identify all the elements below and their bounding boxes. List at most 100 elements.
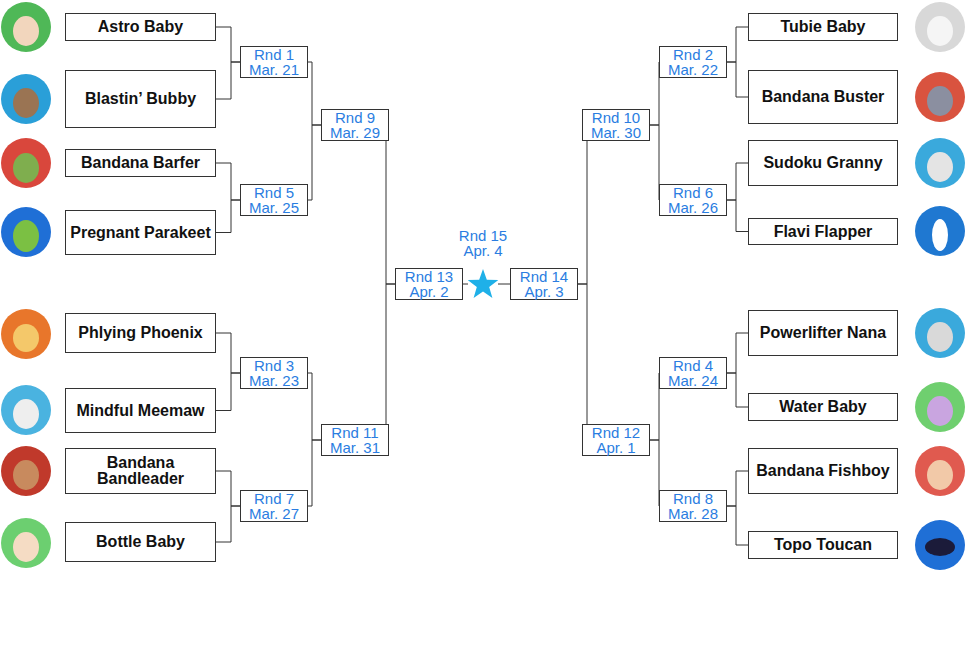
round-label: Mar. 22 xyxy=(668,62,718,77)
contestant-name: Mindful Meemaw xyxy=(76,403,204,419)
bracket-line xyxy=(727,506,748,545)
avatar-icon xyxy=(1,74,51,124)
avatar-icon xyxy=(915,72,965,122)
text-group: Rnd 15Apr. 4 xyxy=(459,228,507,258)
text-group: Mindful Meemaw xyxy=(72,403,208,419)
round-label: Apr. 1 xyxy=(592,440,640,455)
round-label: Mar. 23 xyxy=(249,373,299,388)
contestant-box: Bandana Bandleader xyxy=(65,448,216,494)
contestant-name: Bandana Bandleader xyxy=(70,455,211,487)
bracket-line xyxy=(216,27,240,62)
round-label: Mar. 31 xyxy=(330,440,380,455)
avatar-face xyxy=(927,16,953,46)
avatar-face xyxy=(932,219,948,251)
avatar-face xyxy=(927,460,953,490)
avatar-face xyxy=(13,324,39,352)
round-label: Rnd 8 xyxy=(668,491,718,506)
contestant-box: Bottle Baby xyxy=(65,522,216,562)
bracket-line xyxy=(727,62,748,97)
avatar-icon xyxy=(1,207,51,257)
contestant-box: Phlying Phoenix xyxy=(65,313,216,353)
bracket-line xyxy=(727,333,748,373)
text-group: Flavi Flapper xyxy=(770,224,877,240)
round-label: Rnd 3 xyxy=(249,358,299,373)
bracket-line xyxy=(216,373,240,411)
contestant-box: Pregnant Parakeet xyxy=(65,210,216,255)
text-group: Rnd 10Mar. 30 xyxy=(591,110,641,140)
contestant-name: Tubie Baby xyxy=(780,19,865,35)
text-group: Powerlifter Nana xyxy=(756,325,890,341)
avatar-icons xyxy=(1,2,965,570)
avatar-face xyxy=(13,220,39,252)
text-group: Bandana Barfer xyxy=(77,155,204,171)
avatar-icon xyxy=(1,518,51,568)
round-label: Apr. 2 xyxy=(405,284,453,299)
bracket-line xyxy=(463,284,468,285)
bracket-line xyxy=(727,163,748,200)
bracket-line xyxy=(727,200,748,232)
text-group: Rnd 9Mar. 29 xyxy=(330,110,380,140)
avatar-icon xyxy=(915,446,965,496)
text-group: Bandana Fishboy xyxy=(752,463,893,479)
round-label: Apr. 3 xyxy=(520,284,568,299)
contestant-name: Bandana Buster xyxy=(762,89,885,105)
text-group: Bottle Baby xyxy=(92,534,189,550)
contestant-name: Flavi Flapper xyxy=(774,224,873,240)
bracket-line xyxy=(216,62,240,99)
avatar-face xyxy=(13,399,39,429)
avatar-face xyxy=(927,396,953,426)
bracket-line xyxy=(386,284,395,440)
star-outline xyxy=(468,269,498,298)
round-label: Rnd 4 xyxy=(668,358,718,373)
bracket-line xyxy=(216,333,240,373)
contestant-box: Topo Toucan xyxy=(748,531,898,559)
text-group: Phlying Phoenix xyxy=(74,325,206,341)
bracket-line xyxy=(727,373,748,407)
avatar-face xyxy=(927,86,953,116)
bracket-line xyxy=(386,125,395,284)
round-box: Rnd 7Mar. 27 xyxy=(240,490,308,522)
round-label: Rnd 7 xyxy=(249,491,299,506)
avatar-icon xyxy=(915,138,965,188)
contestant-box: Bandana Barfer xyxy=(65,149,216,177)
contestant-name: Astro Baby xyxy=(98,19,183,35)
avatar-icon xyxy=(1,446,51,496)
round-label: Mar. 28 xyxy=(668,506,718,521)
text-group: Rnd 12Apr. 1 xyxy=(592,425,640,455)
round-label: Rnd 11 xyxy=(330,425,380,440)
avatar-face xyxy=(927,322,953,352)
bracket-line xyxy=(498,284,510,285)
contestant-box: Astro Baby xyxy=(65,13,216,41)
text-group: Rnd 5Mar. 25 xyxy=(249,185,299,215)
contestant-name: Pregnant Parakeet xyxy=(70,225,211,241)
text-group: Rnd 7Mar. 27 xyxy=(249,491,299,521)
round-box: Rnd 9Mar. 29 xyxy=(321,109,389,141)
final-star: Rnd 15Apr. 4 xyxy=(468,228,498,300)
bracket-line xyxy=(650,373,659,440)
bracket-line xyxy=(216,163,240,200)
avatar-icon xyxy=(915,308,965,358)
round-box: Rnd 3Mar. 23 xyxy=(240,357,308,389)
bracket-line xyxy=(650,125,659,200)
contestant-box: Bandana Buster xyxy=(748,70,898,124)
contestant-name: Sudoku Granny xyxy=(763,155,882,171)
contestant-name: Topo Toucan xyxy=(774,537,872,553)
round-label: Mar. 27 xyxy=(249,506,299,521)
round-label: Rnd 10 xyxy=(591,110,641,125)
contestant-box: Flavi Flapper xyxy=(748,218,898,245)
bracket-line xyxy=(216,506,240,542)
bracket-line xyxy=(308,62,321,125)
contestant-name: Bottle Baby xyxy=(96,534,185,550)
contestant-name: Bandana Fishboy xyxy=(756,463,889,479)
bracket-line xyxy=(727,27,748,62)
round-label: Rnd 1 xyxy=(249,47,299,62)
round-box: Rnd 5Mar. 25 xyxy=(240,184,308,216)
bracket-line xyxy=(650,440,659,506)
bracket-line xyxy=(216,471,240,506)
bracket-line xyxy=(578,284,587,440)
avatar-icon xyxy=(1,309,51,359)
avatar-icon xyxy=(1,138,51,188)
round-box: Rnd 14Apr. 3 xyxy=(510,268,578,300)
avatar-face xyxy=(13,16,39,46)
avatar-icon xyxy=(915,520,965,570)
